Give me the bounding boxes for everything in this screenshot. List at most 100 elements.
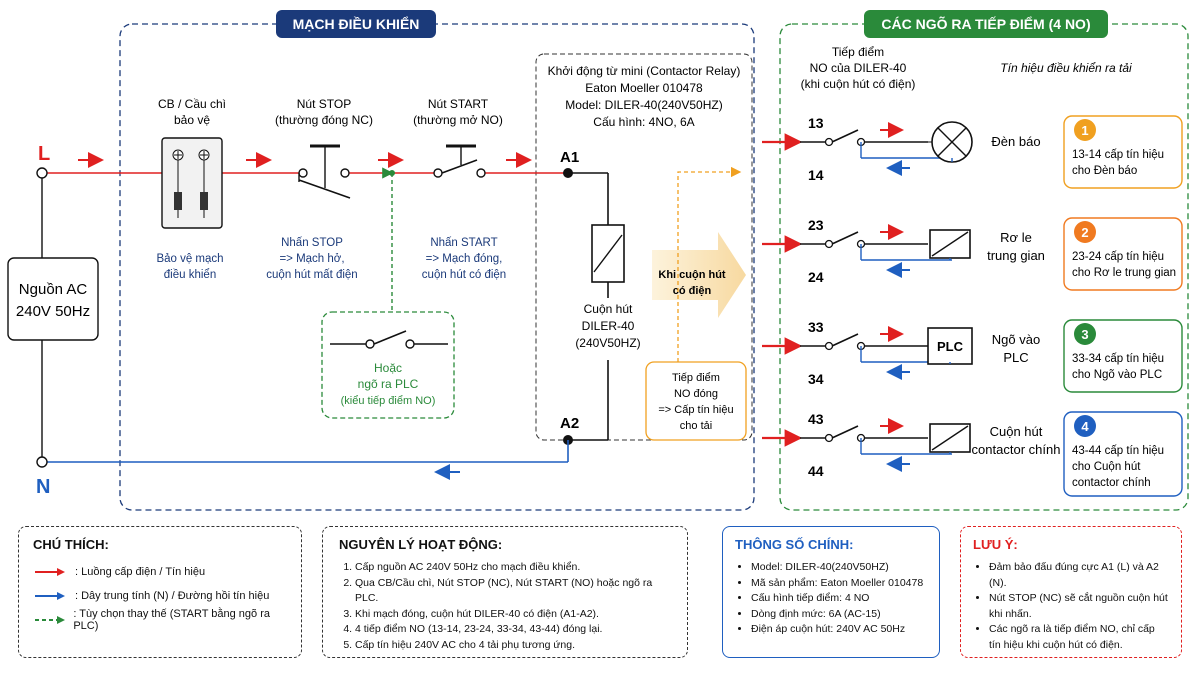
plc-alt-line1: Hoặc	[374, 361, 402, 375]
legend-text: : Tùy chọn thay thế (START bằng ngõ ra P…	[73, 608, 271, 632]
legend-swatch	[35, 592, 65, 600]
contact-num-top: 23	[808, 217, 824, 233]
coil-line1: Cuộn hút	[584, 302, 633, 316]
badge-circle	[1074, 221, 1096, 243]
breaker-icon	[161, 137, 223, 229]
spec-item: Dòng định mức: 6A (AC-15)	[751, 607, 927, 623]
stop-note3: cuộn hút mất điện	[266, 269, 357, 281]
lamp-icon	[928, 121, 973, 163]
energized-arrow	[652, 232, 746, 318]
arrow-note-line2: có điện	[673, 285, 712, 297]
principle-step: Cấp nguồn AC 240V 50Hz cho mạch điều khi…	[355, 560, 671, 576]
contact-num-bottom: 34	[808, 371, 824, 387]
desc-line1: 43-44 cấp tín hiệu	[1072, 445, 1164, 457]
plc-alt-line2: ngõ ra PLC	[358, 377, 419, 391]
contact-num-bottom: 14	[808, 167, 824, 183]
contact-num-bottom: 24	[808, 269, 824, 285]
control-title-pill	[276, 10, 436, 38]
principle-title: NGUYÊN LÝ HOẠT ĐỘNG:	[339, 537, 503, 552]
breaker-title2: bảo vệ	[174, 113, 210, 127]
outputs-col2: Tín hiệu điều khiển ra tải	[1000, 61, 1132, 75]
principle-step: 4 tiếp điểm NO (13-14, 23-24, 33-34, 43-…	[355, 622, 671, 638]
load-label-line2: trung gian	[987, 248, 1045, 263]
legend-title: CHÚ THÍCH:	[33, 537, 109, 552]
outputs-col1-line2: NO của DILER-40	[810, 61, 907, 75]
stop-button-symbol	[298, 144, 351, 199]
note-item: Đảm bảo đấu đúng cực A1 (L) và A2 (N).	[989, 560, 1169, 591]
spec-item: Mã sản phẩm: Eaton Moeller 010478	[751, 576, 927, 592]
arrow-note-line1: Khi cuộn hút	[658, 269, 726, 281]
control-title: MẠCH ĐIỀU KHIỂN	[293, 15, 420, 32]
legend-swatch	[35, 616, 65, 624]
start-note2: => Mạch đóng,	[426, 253, 503, 265]
stop-note2: => Mạch hở,	[279, 253, 344, 265]
legend-swatch	[35, 568, 65, 576]
coil-line3: (240V50HZ)	[575, 336, 640, 350]
badge-circle	[1074, 415, 1096, 437]
legend-item: : Tùy chọn thay thế (START bằng ngõ ra P…	[33, 608, 287, 632]
desc-line2: cho Cuộn hút	[1072, 461, 1141, 473]
legend-item: : Dây trung tính (N) / Đường hồi tín hiệ…	[33, 584, 287, 608]
legend-item: : Luồng cấp điện / Tín hiệu	[33, 560, 287, 584]
spec-item: Model: DILER-40(240V50HZ)	[751, 560, 927, 576]
contact-num-top: 13	[808, 115, 824, 131]
note-item: Nút STOP (NC) sẽ cắt nguồn cuộn hút khi …	[989, 591, 1169, 622]
relay-frame	[535, 53, 753, 441]
start-button-symbol	[433, 144, 486, 178]
start-note1: Nhấn START	[430, 237, 497, 249]
plc-alt-line3: (kiểu tiếp điểm NO)	[341, 395, 436, 407]
note-item: Các ngõ ra là tiếp điểm NO, chỉ cấp tín …	[989, 622, 1169, 653]
plc-contact-symbol	[330, 330, 448, 349]
output-desc-card	[1063, 411, 1183, 497]
ac-source-box	[7, 257, 99, 341]
desc-line1: 13-14 cấp tín hiệu	[1072, 149, 1164, 161]
load-label-line1: Ngõ vào	[992, 332, 1040, 347]
relay-line2: Eaton Moeller 010478	[585, 81, 703, 95]
desc-line2: cho Đèn báo	[1072, 165, 1137, 177]
relay-line4: Cấu hình: 4NO, 6A	[593, 115, 694, 129]
specs-box: THÔNG SỐ CHÍNH: Model: DILER-40(240V50HZ…	[722, 526, 940, 658]
desc-line2: cho Ngõ vào PLC	[1072, 369, 1162, 381]
contact-note-line4: cho tải	[680, 420, 712, 432]
plc-device-label: PLC	[937, 339, 964, 354]
plc-icon: PLC	[927, 327, 973, 365]
principle-box: NGUYÊN LÝ HOẠT ĐỘNG: Cấp nguồn AC 240V 5…	[322, 526, 688, 658]
stop-title2: (thường đóng NC)	[275, 113, 373, 127]
output-badge: 4	[1081, 419, 1089, 434]
stop-note1: Nhấn STOP	[281, 237, 343, 249]
principle-step: Qua CB/Cầu chì, Nút STOP (NC), Nút START…	[355, 576, 671, 607]
start-note3: cuộn hút có điện	[422, 269, 506, 281]
control-frame	[119, 23, 755, 511]
outputs-title-pill	[864, 10, 1108, 38]
contact-note-line1: Tiếp điểm	[672, 372, 720, 384]
source-line2: 240V 50Hz	[16, 303, 90, 320]
coil-symbol	[591, 224, 625, 283]
relay-coil-icon	[929, 423, 971, 454]
notes-title: LƯU Ý:	[973, 537, 1018, 552]
load-label-line2: PLC	[1003, 350, 1028, 365]
desc-line1: 23-24 cấp tín hiệu	[1072, 251, 1164, 263]
outputs-col1-line3: (khi cuộn hút có điện)	[801, 77, 916, 91]
spec-item: Điện áp cuộn hút: 240V AC 50Hz	[751, 622, 927, 638]
breaker-note1: Bảo vệ mạch	[156, 253, 223, 265]
output-badge: 2	[1081, 225, 1088, 240]
A1-label: A1	[560, 149, 579, 166]
output-badge: 3	[1081, 327, 1088, 342]
spec-item: Cấu hình tiếp điểm: 4 NO	[751, 591, 927, 607]
breaker-title1: CB / Cầu chì	[158, 97, 226, 111]
relay-line1: Khởi động từ mini (Contactor Relay)	[548, 64, 741, 78]
load-label-line1: Đèn báo	[991, 134, 1040, 149]
principle-step: Khi mạch đóng, cuộn hút DILER-40 có điện…	[355, 607, 671, 623]
N-label: N	[36, 476, 50, 498]
load-label-line2: contactor chính	[972, 442, 1061, 457]
load-label-line1: Rơ le	[1000, 230, 1032, 245]
relay-coil-icon	[929, 229, 971, 260]
L-label: L	[38, 143, 50, 165]
legend-text: : Dây trung tính (N) / Đường hồi tín hiệ…	[75, 590, 270, 602]
contact-note-line2: NO đóng	[674, 388, 718, 400]
principle-step: Cấp tín hiệu 240V AC cho 4 tải phụ tương…	[355, 638, 671, 654]
